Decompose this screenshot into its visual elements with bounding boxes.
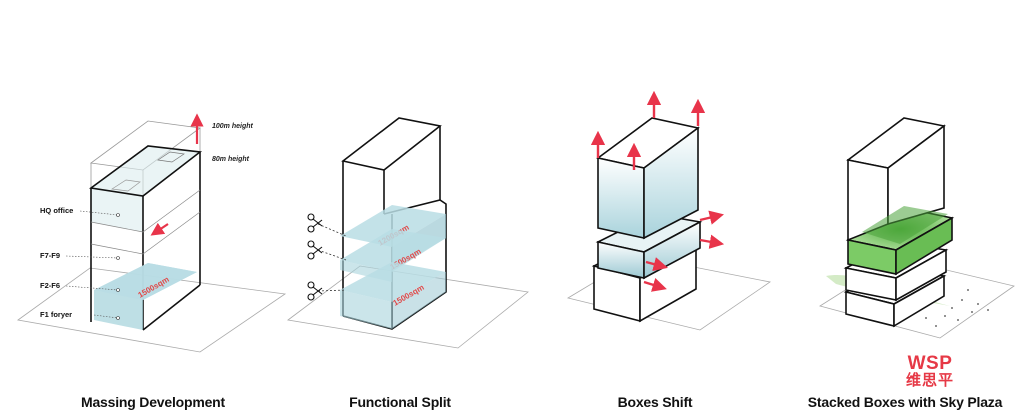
panel-functional-split: 1200sqm 1500sqm 1500sqm (287, 117, 529, 349)
roof-notch-2 (110, 179, 141, 192)
leader-lines (65, 210, 119, 319)
cut-lines (317, 223, 347, 292)
panel-massing-development: 1500sqm 100m height 80m height HQ office… (16, 113, 287, 353)
label-80m-height: 80m height (212, 156, 250, 163)
scissors-icon (307, 281, 323, 301)
panel-stacked-boxes-sky-plaza (819, 117, 1015, 339)
wsp-logo-text: WSP (907, 353, 953, 374)
leader-dots (116, 213, 120, 320)
caption-boxes-shift: Boxes Shift (617, 394, 693, 410)
wsp-watermark: WSP 维思平 (906, 354, 954, 388)
inner-arrow (150, 222, 169, 236)
site-plane (16, 267, 287, 353)
sky-plaza-garden (862, 206, 948, 244)
label-100m-height: 100m height (212, 123, 254, 130)
scissors-icon (307, 240, 323, 260)
shift-arrows (590, 90, 725, 292)
label-f2-f6: F2-F6 (40, 281, 60, 290)
caption-stacked-boxes-sky-plaza: Stacked Boxes with Sky Plaza (807, 394, 1003, 410)
site-plane (287, 265, 529, 349)
label-f1-foryer: F1 foryer (40, 310, 72, 319)
split-plate-bottom: 1500sqm (340, 262, 446, 329)
hq-glass-zone (91, 146, 200, 232)
shift-box-top (596, 117, 700, 240)
caption-functional-split: Functional Split (349, 394, 451, 410)
panel-boxes-shift (566, 90, 772, 331)
label-hq-office: HQ office (40, 206, 73, 215)
roof-notch (157, 151, 185, 163)
caption-massing-development: Massing Development (80, 394, 225, 410)
scissors-icon (307, 213, 323, 233)
label-f7-f9: F7-F9 (40, 251, 60, 260)
wsp-chinese-text: 维思平 (905, 372, 954, 389)
floor-line-f2 (90, 243, 144, 255)
floor-line-f7 (90, 221, 144, 233)
